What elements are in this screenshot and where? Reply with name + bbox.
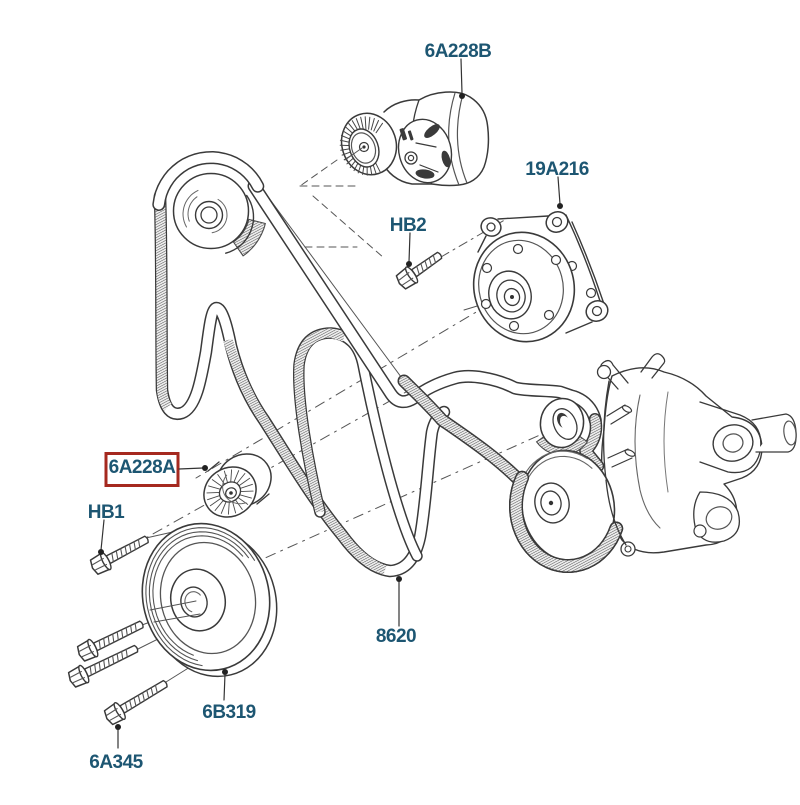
- svg-text:HB1: HB1: [88, 502, 125, 523]
- svg-text:8620: 8620: [376, 626, 416, 647]
- svg-text:6A228A: 6A228A: [109, 457, 176, 478]
- svg-text:6A228B: 6A228B: [425, 41, 492, 62]
- svg-text:6B319: 6B319: [202, 702, 256, 723]
- svg-text:19A216: 19A216: [525, 159, 589, 180]
- svg-text:HB2: HB2: [390, 215, 427, 236]
- svg-text:6A345: 6A345: [89, 752, 143, 773]
